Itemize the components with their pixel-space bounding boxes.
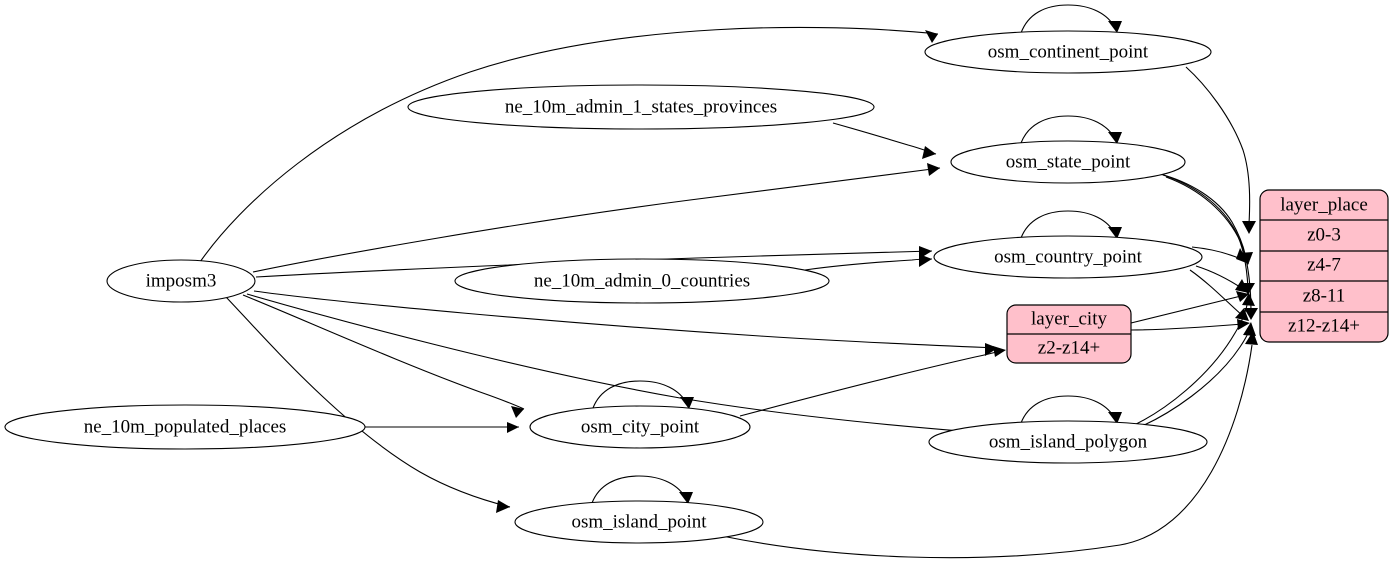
node-ne_10m_populated_places[interactable]: ne_10m_populated_places bbox=[4, 404, 366, 450]
edge-imposm3-to-osm_island_point bbox=[225, 296, 511, 513]
edge-osm_country_point-to-layer_place-z8-11 bbox=[1195, 265, 1249, 293]
node-osm_island_polygon[interactable]: osm_island_polygon bbox=[928, 420, 1208, 464]
node-label-osm_country_point: osm_country_point bbox=[994, 246, 1142, 267]
record-row-layer_place-header: layer_place bbox=[1280, 194, 1368, 215]
edge-osm_country_point-to-layer_place-z4-7 bbox=[1191, 246, 1249, 264]
node-ne_10m_admin_0_countries[interactable]: ne_10m_admin_0_countries bbox=[454, 258, 830, 304]
node-label-osm_island_point: osm_island_point bbox=[571, 511, 707, 532]
node-ne_10m_admin_1_states_provinces[interactable]: ne_10m_admin_1_states_provinces bbox=[407, 84, 875, 130]
node-label-osm_state_point: osm_state_point bbox=[1006, 151, 1131, 172]
record-row-layer_place-z12-z14[interactable]: z12-z14+ bbox=[1288, 315, 1360, 336]
record-row-layer_city-z2-z14[interactable]: z2-z14+ bbox=[1038, 337, 1100, 358]
edge-imposm3-to-layer_city bbox=[253, 290, 999, 356]
self-loop-osm_state_point bbox=[1020, 115, 1122, 144]
node-layer_city[interactable]: layer_city z2-z14+ bbox=[1006, 304, 1132, 364]
edge-ne_populated_places-to-osm_city_point bbox=[365, 422, 519, 433]
self-loop-osm_country_point bbox=[1020, 210, 1122, 239]
node-osm_country_point[interactable]: osm_country_point bbox=[933, 235, 1203, 279]
node-label-ne_10m_admin_1_states_provinces: ne_10m_admin_1_states_provinces bbox=[505, 96, 777, 117]
edge-imposm3-to-osm_continent_point bbox=[199, 26, 939, 263]
node-osm_city_point[interactable]: osm_city_point bbox=[529, 405, 751, 449]
edge-layer_city-to-layer_place-z8-11 bbox=[1130, 291, 1249, 324]
node-label-osm_island_polygon: osm_island_polygon bbox=[989, 431, 1148, 452]
node-label-ne_10m_populated_places: ne_10m_populated_places bbox=[84, 416, 287, 437]
self-loop-osm_island_polygon bbox=[1020, 395, 1122, 424]
node-label-osm_city_point: osm_city_point bbox=[581, 416, 700, 437]
edge-osm_state_point-to-layer_place-z8-11 bbox=[1162, 174, 1255, 295]
node-osm_continent_point[interactable]: osm_continent_point bbox=[924, 30, 1212, 74]
record-row-layer_place-z4-7[interactable]: z4-7 bbox=[1307, 254, 1341, 275]
self-loop-osm_island_point bbox=[591, 475, 693, 504]
edge-layer_city-to-layer_place-z12-z14 bbox=[1130, 319, 1250, 331]
record-row-layer_place-z0-3[interactable]: z0-3 bbox=[1307, 224, 1341, 245]
edge-osm_country_point-to-layer_place-z12-z14 bbox=[1189, 269, 1249, 321]
edge-ne_admin_1-to-osm_state_point bbox=[832, 122, 937, 159]
node-label-imposm3: imposm3 bbox=[146, 270, 217, 291]
edge-osm_continent_point-to-layer_place-z0-3 bbox=[1185, 66, 1256, 234]
node-imposm3[interactable]: imposm3 bbox=[106, 259, 256, 303]
edge-layer bbox=[199, 4, 1258, 559]
self-loop-osm_continent_point bbox=[1020, 4, 1122, 34]
edge-ne_admin_0-to-osm_country_point bbox=[804, 254, 933, 271]
edge-osm_island_point-to-layer_place-z12-z14 bbox=[721, 331, 1258, 559]
record-row-layer_place-z8-11[interactable]: z8-11 bbox=[1303, 285, 1346, 306]
node-osm_state_point[interactable]: osm_state_point bbox=[950, 140, 1186, 184]
edge-osm_city_point-to-layer_city bbox=[739, 346, 1006, 417]
self-loop-osm_city_point bbox=[592, 380, 694, 409]
edge-imposm3-to-osm_state_point bbox=[252, 163, 941, 273]
node-osm_island_point[interactable]: osm_island_point bbox=[514, 500, 764, 544]
edge-osm_island_polygon-to-layer_place-z12-z14 bbox=[1132, 322, 1256, 431]
edge-osm_state_point-to-layer_place-z12-z14 bbox=[1165, 176, 1258, 320]
node-label-osm_continent_point: osm_continent_point bbox=[988, 41, 1149, 62]
node-layer_place[interactable]: layer_place z0-3 z4-7 z8-11 z12-z14+ bbox=[1259, 189, 1389, 343]
node-layer: imposm3 ne_10m_admin_1_states_provinces … bbox=[4, 30, 1389, 544]
node-label-ne_10m_admin_0_countries: ne_10m_admin_0_countries bbox=[534, 270, 750, 291]
edge-imposm3-to-osm_city_point bbox=[242, 294, 525, 418]
record-row-layer_city-header: layer_city bbox=[1031, 308, 1107, 329]
edge-osm_island_polygon-to-layer_place-z8-11 bbox=[1129, 293, 1255, 428]
